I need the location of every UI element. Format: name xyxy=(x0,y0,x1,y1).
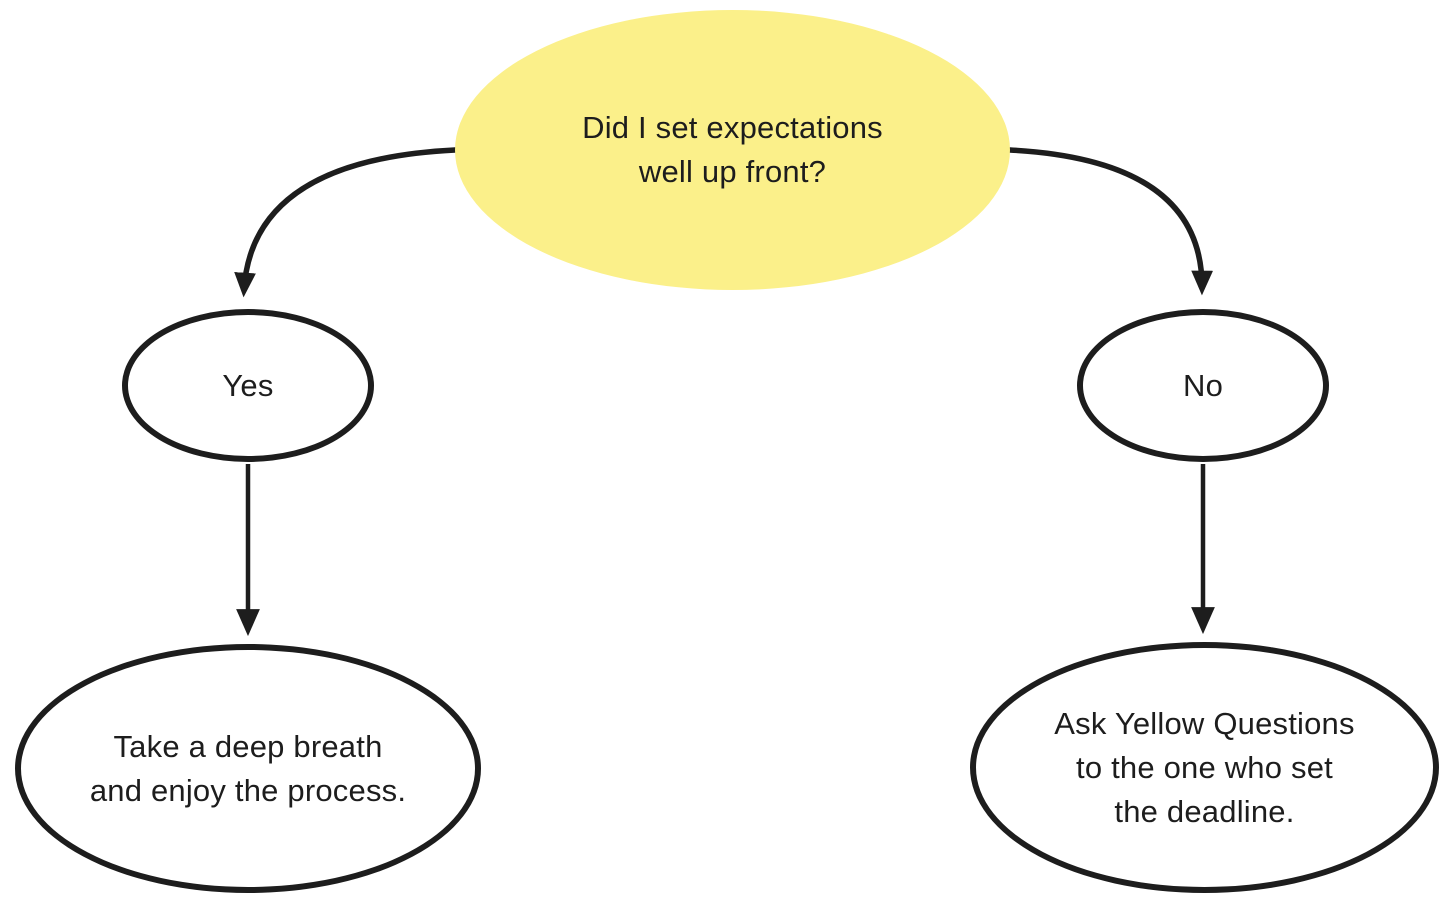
no-outcome-line: the deadline. xyxy=(1114,793,1295,829)
root-question-node: Did I set expectations well up front? xyxy=(455,10,1010,290)
root-question-line: well up front? xyxy=(638,154,827,189)
arrow-root-to-yes xyxy=(234,147,458,298)
yes-outcome-node: Take a deep breath and enjoy the process… xyxy=(15,644,481,893)
root-question-line: Did I set expectations xyxy=(582,110,883,145)
no-node-label: No xyxy=(1182,367,1224,403)
no-outcome-line: Ask Yellow Questions xyxy=(1054,705,1355,741)
yes-outcome-line: Take a deep breath xyxy=(113,728,383,764)
yes-node: Yes xyxy=(122,309,374,462)
no-node: No xyxy=(1077,309,1329,462)
no-outcome-node: Ask Yellow Questions to the one who set … xyxy=(970,642,1439,893)
yes-outcome-line: and enjoy the process. xyxy=(89,772,407,808)
yes-node-label: Yes xyxy=(222,367,274,403)
arrow-root-to-no xyxy=(1007,147,1214,296)
no-outcome-line: to the one who set xyxy=(1076,749,1333,785)
